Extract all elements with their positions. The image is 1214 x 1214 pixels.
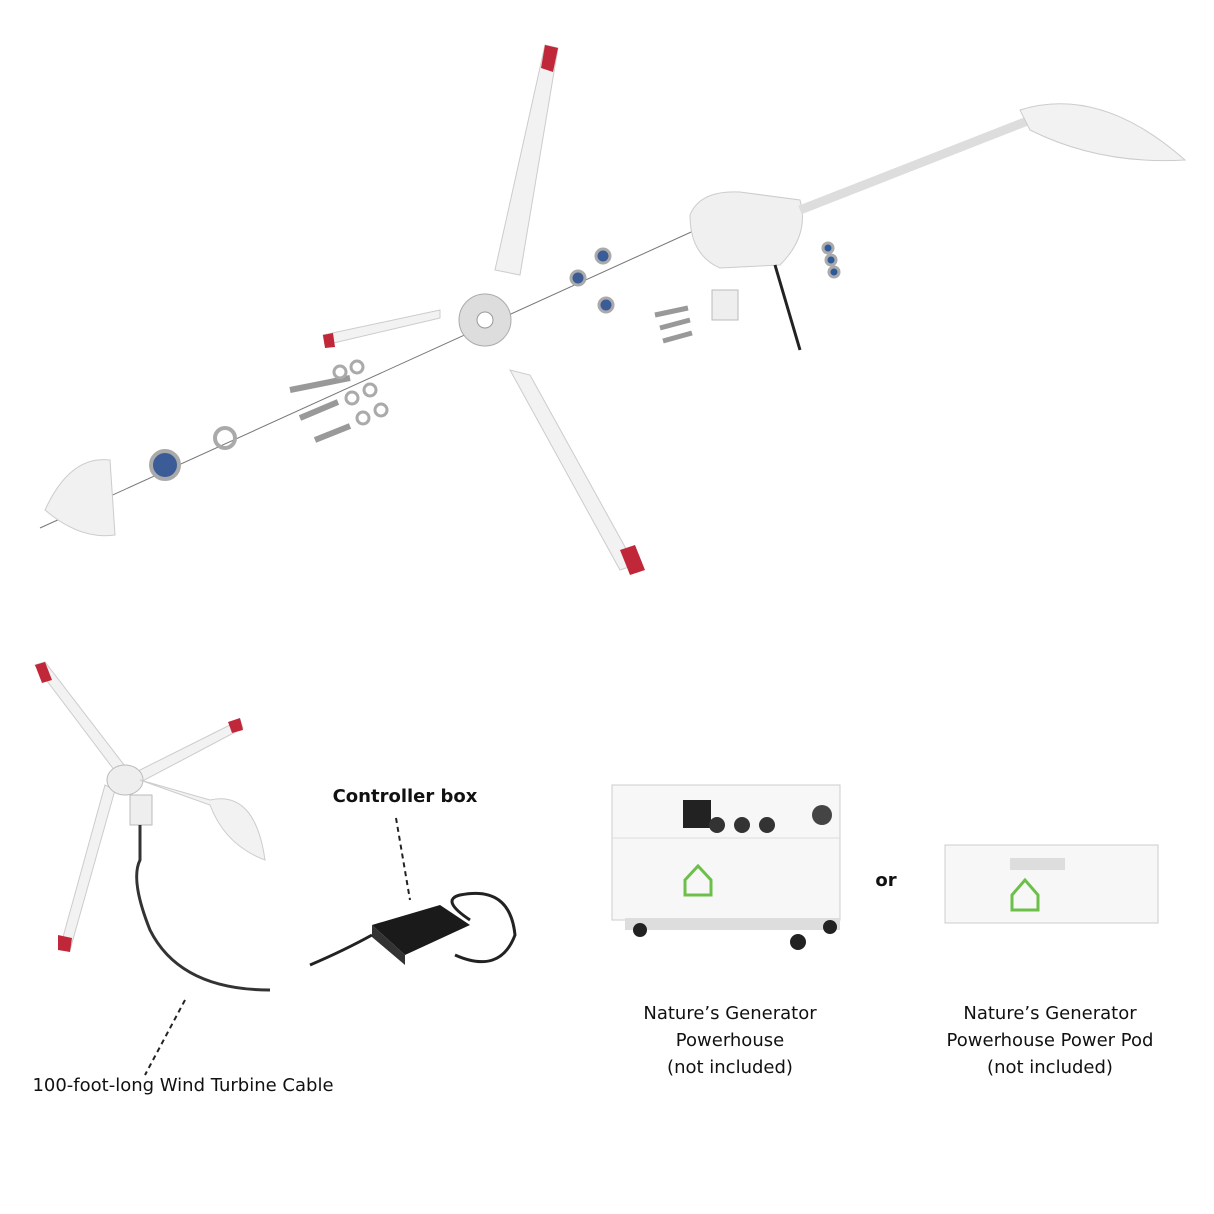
powerhouse-logo xyxy=(683,863,713,897)
power-pod-caption-line3: (not included) xyxy=(987,1057,1113,1078)
blade-left xyxy=(322,309,441,346)
bolts xyxy=(289,375,352,443)
power-pod-caption: Nature’s Generator Powerhouse Power Pod … xyxy=(930,1000,1170,1081)
assembled-turbine xyxy=(34,661,271,992)
blade-bottom xyxy=(509,369,636,571)
powerhouse-image xyxy=(611,784,841,950)
washers xyxy=(332,359,389,426)
cable-label: 100-foot-long Wind Turbine Cable xyxy=(32,1075,334,1096)
powerhouse-caption-line1: Nature’s Generator xyxy=(643,1003,817,1024)
power-pod-image xyxy=(944,844,1159,924)
powerhouse-caption-line2: Powerhouse xyxy=(675,1030,785,1051)
controller-box-image xyxy=(309,891,517,967)
controller-leader xyxy=(395,817,411,901)
power-pod-caption-line1: Nature’s Generator xyxy=(963,1003,1137,1024)
powerhouse-caption: Nature’s Generator Powerhouse (not inclu… xyxy=(620,1000,840,1081)
or-label: or xyxy=(875,870,897,891)
nuts-right xyxy=(821,241,841,279)
generator-cable xyxy=(773,264,802,351)
blade-top xyxy=(494,44,559,276)
powerhouse-caption-line3: (not included) xyxy=(667,1057,793,1078)
generator-body xyxy=(689,191,803,269)
tail-boom xyxy=(798,115,1032,215)
power-pod-logo xyxy=(1010,877,1040,912)
nut xyxy=(149,449,181,481)
tail-fin xyxy=(1019,103,1187,162)
hub-nuts xyxy=(569,247,615,314)
power-pod-caption-line2: Powerhouse Power Pod xyxy=(946,1030,1154,1051)
nose-cone xyxy=(44,459,116,537)
turbine-cable xyxy=(135,825,271,992)
bracket-bolts xyxy=(654,305,693,344)
cable-leader xyxy=(144,999,186,1076)
washer xyxy=(213,426,237,450)
controller-box-label: Controller box xyxy=(332,786,478,807)
bracket xyxy=(711,289,739,321)
assembly-axis xyxy=(39,227,701,529)
